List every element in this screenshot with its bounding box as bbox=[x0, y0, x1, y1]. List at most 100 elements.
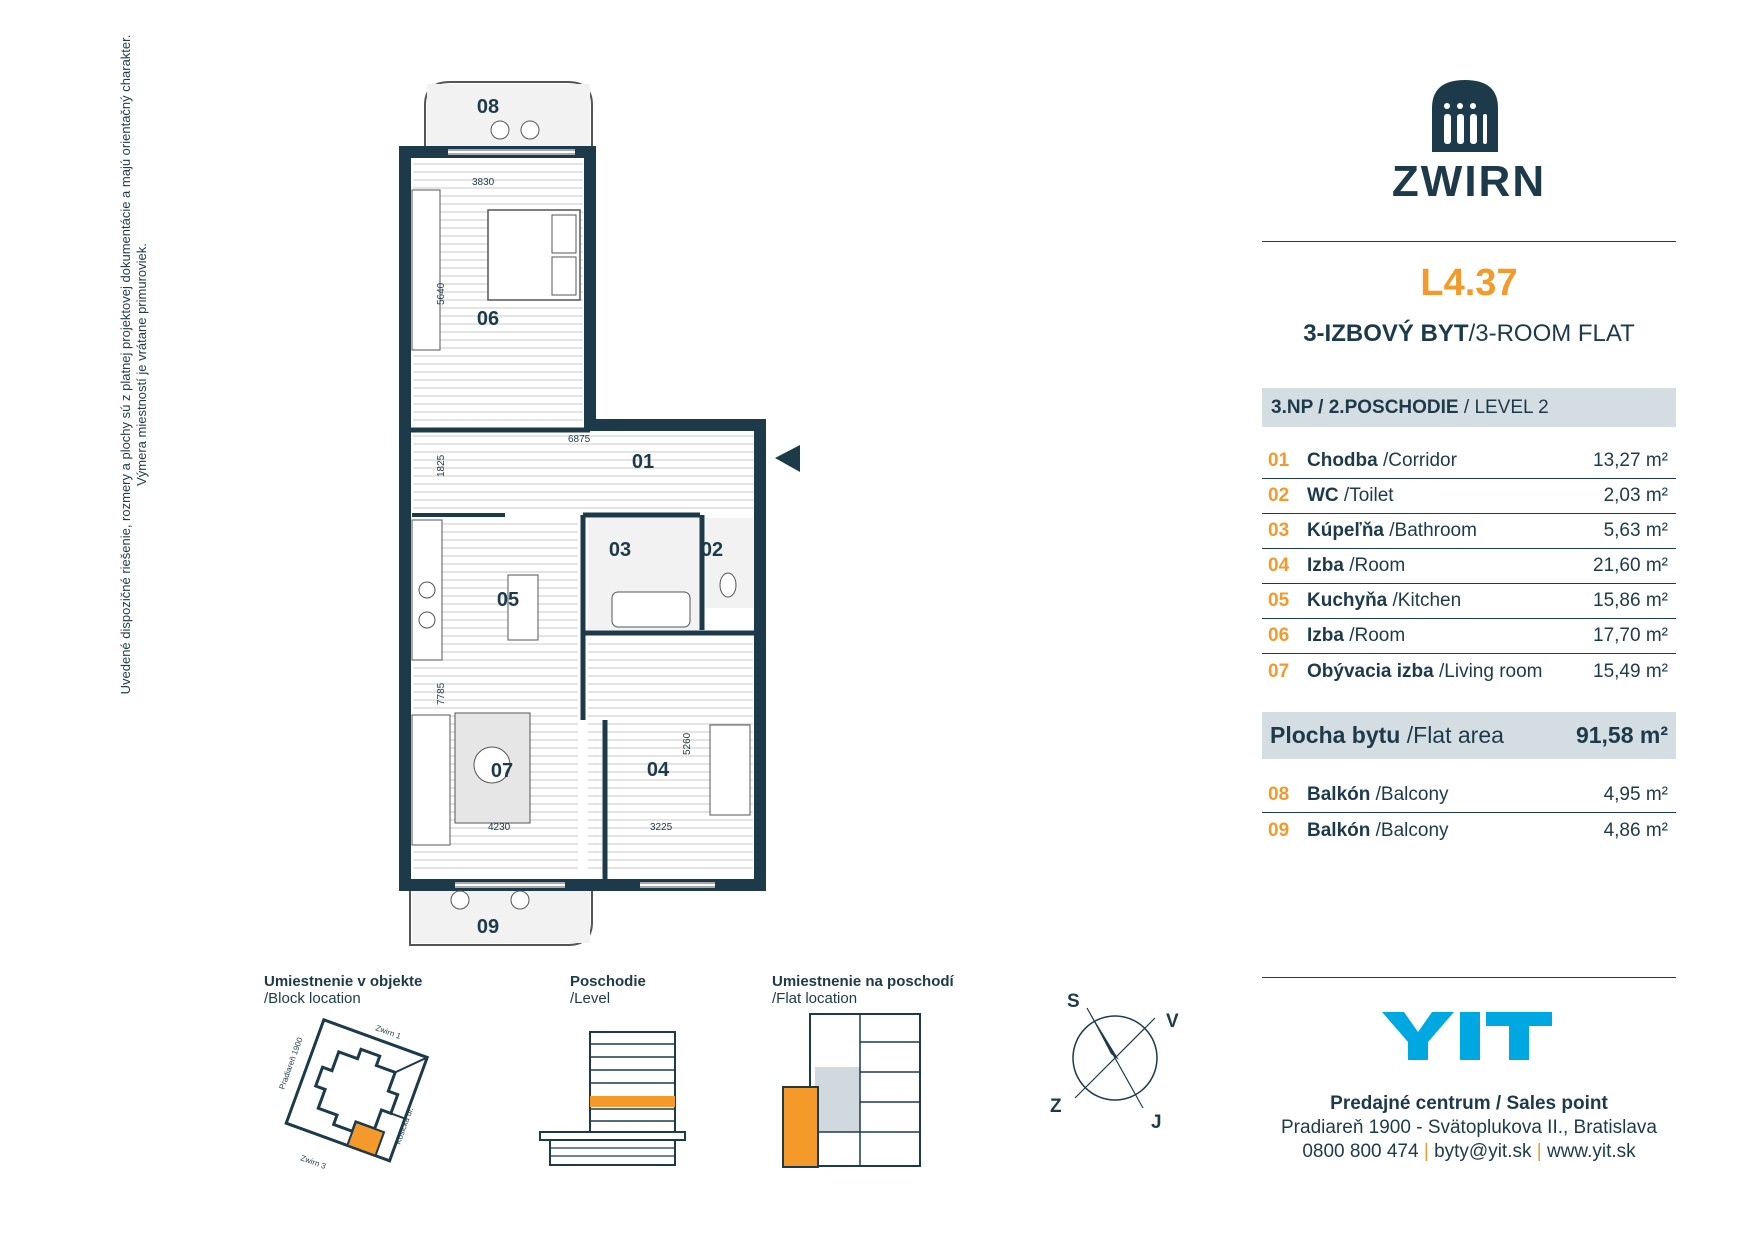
separator: | bbox=[1536, 1141, 1542, 1162]
caption-block: Umiestnenie v objekte /Block location bbox=[264, 973, 422, 1007]
compass-south: J bbox=[1151, 1112, 1162, 1133]
room-area: 5,63 m² bbox=[1603, 520, 1668, 541]
room-name-sk: Kúpeľňa bbox=[1307, 520, 1384, 541]
dim-5260: 5260 bbox=[682, 732, 693, 755]
room-area: 17,70 m² bbox=[1593, 625, 1668, 646]
balcony-num: 09 bbox=[1268, 819, 1290, 841]
label-zwirn-3: Zwirn 3 bbox=[299, 1153, 327, 1171]
balcony-area: 4,95 m² bbox=[1603, 784, 1668, 805]
sales-web[interactable]: www.yit.sk bbox=[1546, 1141, 1636, 1162]
room-num: 02 bbox=[1268, 485, 1290, 506]
balcony-row: 09 Balkón /Balcony 4,86 m² bbox=[1262, 813, 1676, 848]
plan-label-02: 02 bbox=[701, 539, 723, 561]
level-diagram bbox=[539, 1031, 686, 1166]
room-area: 2,03 m² bbox=[1603, 485, 1668, 506]
flat-type: 3-IZBOVÝ BYT/3-ROOM FLAT bbox=[1262, 320, 1676, 348]
room-name-sk: Izba bbox=[1307, 625, 1344, 646]
total-label-sk: Plocha bytu bbox=[1270, 722, 1401, 748]
sales-title: Predajné centrum / Sales point bbox=[1330, 1093, 1608, 1114]
room-name-sk: Obývacia izba bbox=[1307, 660, 1434, 682]
room-name-sk: Chodba bbox=[1307, 450, 1378, 471]
room-area: 15,49 m² bbox=[1593, 660, 1668, 682]
flat-type-sk: 3-IZBOVÝ BYT bbox=[1303, 320, 1469, 347]
room-num: 05 bbox=[1268, 590, 1290, 611]
balcony-08-floor bbox=[427, 84, 590, 146]
kitchen-counter bbox=[411, 519, 443, 661]
room-row: 06 Izba /Room 17,70 m² bbox=[1262, 619, 1676, 654]
room-num: 06 bbox=[1268, 625, 1290, 646]
flat-location-diagram bbox=[782, 1013, 921, 1168]
plan-label-06: 06 bbox=[477, 308, 499, 330]
divider-top bbox=[1262, 241, 1676, 242]
outer-walls bbox=[399, 146, 766, 891]
caption-level-title: Poschodie bbox=[570, 973, 646, 990]
disclaimer-line-1: Uvedené dispozičné riešenie, rozmery a p… bbox=[118, 34, 133, 695]
plan-label-07: 07 bbox=[491, 760, 513, 782]
flat-type-en: /3-ROOM FLAT bbox=[1468, 320, 1635, 347]
dim-3225: 3225 bbox=[650, 822, 673, 833]
room-name-en: /Toilet bbox=[1338, 485, 1394, 506]
room-name-sk: WC bbox=[1307, 485, 1339, 506]
caption-level-sub: /Level bbox=[570, 990, 611, 1007]
room-row: 07 Obývacia izba /Living room 15,49 m² bbox=[1262, 654, 1676, 689]
caption-flat-title: Umiestnenie na poschodí bbox=[772, 973, 954, 990]
level-bar: 3.NP / 2.POSCHODIE / LEVEL 2 bbox=[1262, 388, 1676, 427]
caption-block-sub: /Block location bbox=[264, 990, 361, 1007]
level-sk: 3.NP / 2.POSCHODIE bbox=[1271, 397, 1459, 418]
flat-code: L4.37 bbox=[1420, 262, 1518, 304]
balcony-name-sk: Balkón bbox=[1307, 784, 1371, 805]
dim-6875: 6875 bbox=[568, 434, 591, 445]
balcony-name-sk: Balkón bbox=[1307, 819, 1371, 841]
divider-bottom bbox=[1262, 977, 1676, 978]
balcony-name-en: /Balcony bbox=[1370, 819, 1449, 841]
room-num: 07 bbox=[1268, 660, 1290, 682]
dim-3830: 3830 bbox=[472, 177, 495, 188]
room-num: 01 bbox=[1268, 450, 1290, 471]
dim-1825: 1825 bbox=[436, 454, 447, 477]
caption-level: Poschodie /Level bbox=[570, 973, 646, 1007]
caption-block-title: Umiestnenie v objekte bbox=[264, 973, 423, 990]
compass-west: Z bbox=[1050, 1096, 1062, 1117]
room-name-sk: Kuchyňa bbox=[1307, 590, 1388, 611]
current-level-highlight bbox=[590, 1096, 675, 1107]
balcony-name-en: /Balcony bbox=[1370, 784, 1449, 805]
room-name-en: /Corridor bbox=[1377, 450, 1457, 471]
balcony-area: 4,86 m² bbox=[1603, 819, 1668, 841]
floor-plan: 08 06 01 03 02 05 07 04 09 3830 5640 687… bbox=[399, 81, 800, 946]
sales-email[interactable]: byty@yit.sk bbox=[1434, 1141, 1532, 1162]
dim-7785: 7785 bbox=[436, 682, 447, 705]
block-location-diagram: Zwirn 1 Pradiareň 1900 Košická ul. Zwirn… bbox=[277, 1017, 430, 1171]
dim-5640: 5640 bbox=[436, 282, 447, 305]
room-area: 21,60 m² bbox=[1593, 555, 1668, 576]
plan-label-04: 04 bbox=[647, 759, 670, 781]
room-num: 04 bbox=[1268, 555, 1290, 576]
total-area-bar: Plocha bytu /Flat area 91,58 m² bbox=[1262, 712, 1676, 759]
yit-logo bbox=[1382, 1012, 1552, 1060]
brand-name: ZWIRN bbox=[1391, 157, 1547, 206]
room-name-en: /Room bbox=[1343, 625, 1406, 646]
wardrobe bbox=[411, 189, 441, 351]
sales-phone[interactable]: 0800 800 474 bbox=[1302, 1141, 1419, 1162]
room-area: 13,27 m² bbox=[1593, 450, 1668, 471]
bathtub bbox=[611, 591, 691, 628]
room-name-sk: Izba bbox=[1307, 555, 1344, 576]
sales-contacts: 0800 800 474 | byty@yit.sk | www.yit.sk bbox=[1200, 1141, 1738, 1163]
sofa bbox=[411, 714, 451, 846]
plan-label-05: 05 bbox=[497, 589, 519, 611]
balcony-09-floor bbox=[412, 885, 590, 943]
total-label-en: /Flat area bbox=[1400, 722, 1504, 748]
total-value: 91,58 m² bbox=[1575, 722, 1668, 748]
compass-east: V bbox=[1166, 1011, 1179, 1032]
room-name-en: /Living room bbox=[1433, 660, 1543, 682]
bed-room-04 bbox=[709, 724, 751, 816]
room-row: 05 Kuchyňa /Kitchen 15,86 m² bbox=[1262, 584, 1676, 619]
floor-corridor bbox=[413, 435, 758, 515]
level-en: / LEVEL 2 bbox=[1458, 397, 1549, 418]
sales-address: Pradiareň 1900 - Svätoplukova II., Brati… bbox=[1281, 1117, 1657, 1138]
room-name-en: /Kitchen bbox=[1387, 590, 1462, 611]
room-area: 15,86 m² bbox=[1593, 590, 1668, 611]
entrance-arrow-icon bbox=[775, 445, 800, 472]
